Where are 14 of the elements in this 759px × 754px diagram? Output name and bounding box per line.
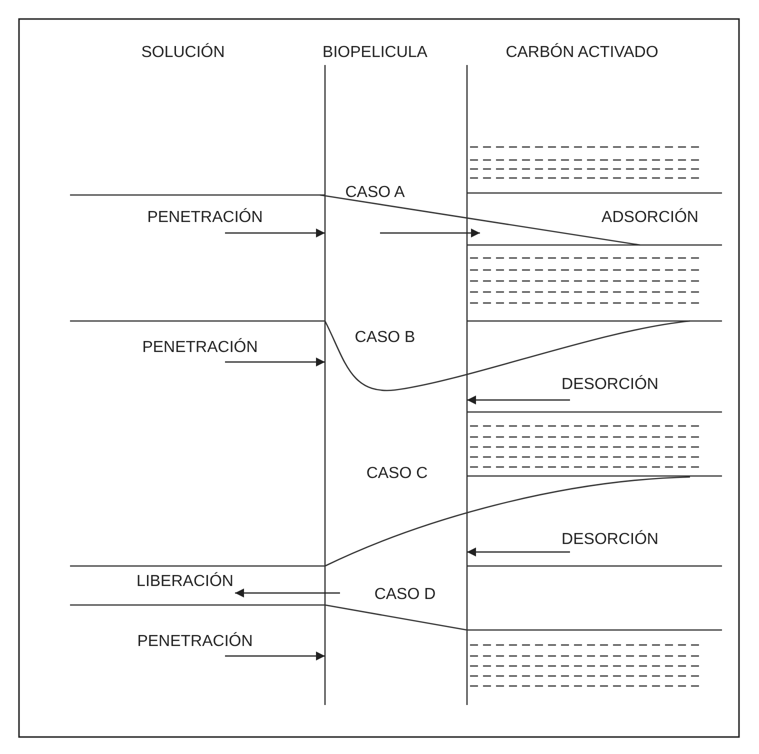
process-label: ADSORCIÓN [602,209,698,227]
column-heading: CARBÓN ACTIVADO [506,44,658,62]
column-heading: BIOPELICULA [322,44,428,62]
case-label: CASO C [366,465,428,483]
case-label: CASO A [345,184,405,202]
process-label: PENETRACIÓN [147,209,263,227]
process-label: PENETRACIÓN [137,633,253,651]
process-label: LIBERACIÓN [136,573,234,591]
process-label: DESORCIÓN [562,531,658,549]
case-label: CASO B [354,329,416,347]
process-label: DESORCIÓN [562,376,658,394]
case-label: CASO D [374,586,436,604]
process-label: PENETRACIÓN [142,339,258,357]
column-heading: SOLUCIÓN [141,44,225,62]
